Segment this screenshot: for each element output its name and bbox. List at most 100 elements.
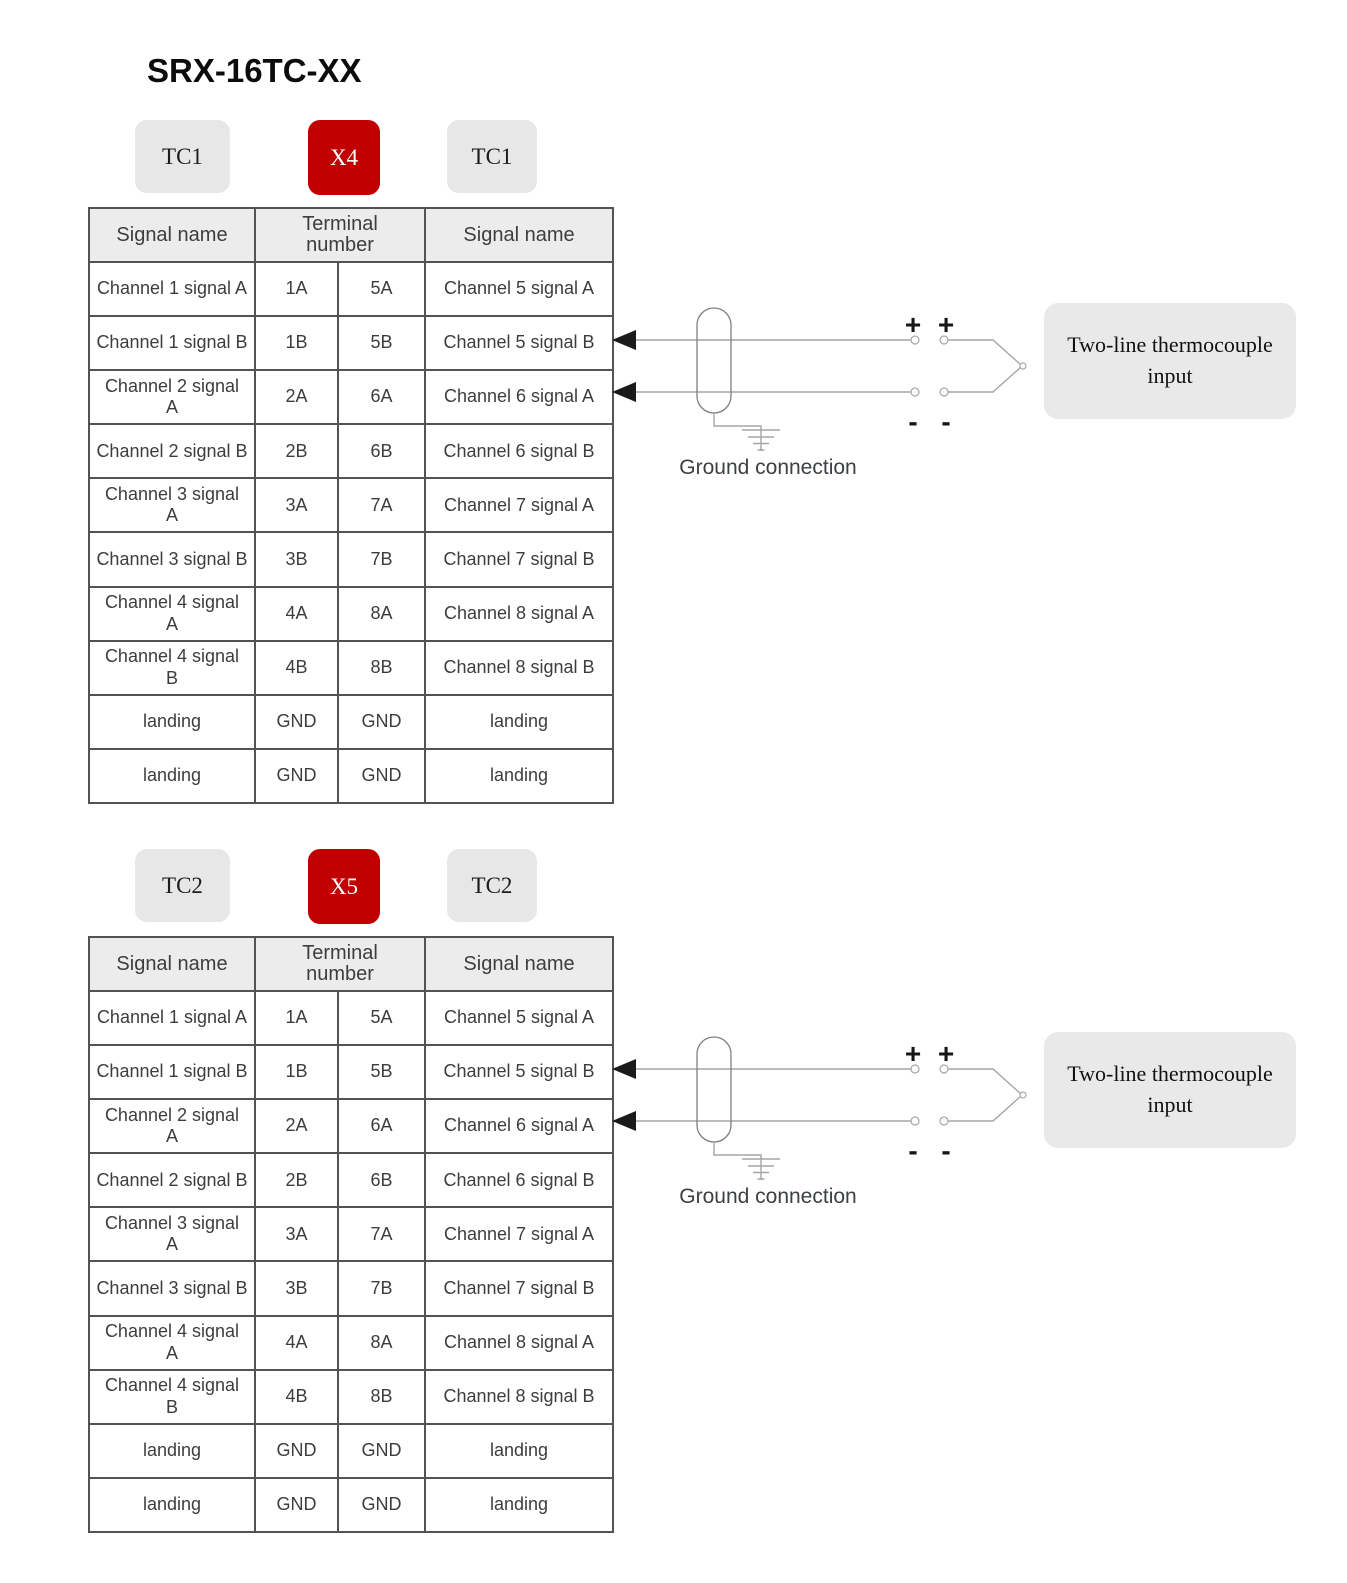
plus-label: +: [905, 309, 921, 340]
terminal-number-cell: GND: [336, 1422, 427, 1479]
terminal-number-cell: GND: [254, 1476, 339, 1533]
terminal-number-cell: 7B: [336, 531, 427, 588]
signal-name-cell: Channel 7 signal B: [424, 1260, 615, 1317]
thermocouple-wire-bottom: [948, 366, 1022, 393]
minus-label: -: [941, 1135, 950, 1166]
signal-name-cell: Channel 1 signal A: [88, 989, 256, 1047]
terminal-number-header: Terminal number: [253, 936, 427, 992]
terminal-number-cell: GND: [336, 693, 427, 750]
signal-name-cell: Channel 8 signal B: [424, 1368, 615, 1425]
ground-connection-label: Ground connection: [679, 1185, 856, 1208]
cable-shield-capsule: [696, 307, 732, 414]
signal-name-cell: landing: [88, 747, 256, 804]
signal-name-header: Signal name: [424, 207, 615, 263]
terminal-number-cell: 5A: [336, 989, 427, 1047]
badge-tc-left: TC1: [135, 120, 230, 193]
left-arrow-icon: [612, 382, 636, 402]
terminal-table: Signal name Terminal number Signal name …: [88, 936, 615, 1533]
terminal-circle: [910, 335, 920, 345]
signal-name-cell: landing: [88, 1422, 256, 1479]
signal-name-cell: landing: [424, 1476, 615, 1533]
thermocouple-input-box: Two-line thermocouple input: [1044, 1032, 1296, 1148]
terminal-number-cell: 8A: [336, 585, 427, 642]
signal-name-cell: Channel 3 signal B: [88, 1260, 256, 1317]
ground-symbol-icon: [713, 1142, 780, 1180]
signal-name-cell: Channel 6 signal A: [424, 369, 615, 426]
table-header-row: Signal name Terminal number Signal name: [88, 207, 615, 263]
left-arrow-icon: [612, 1059, 636, 1079]
signal-name-cell: Channel 5 signal B: [424, 1044, 615, 1101]
badge-tc-right: TC2: [447, 849, 537, 922]
terminal-number-cell: 5A: [336, 260, 427, 318]
terminal-circle: [939, 335, 949, 345]
signal-name-cell: Channel 6 signal A: [424, 1098, 615, 1155]
signal-name-cell: landing: [88, 1476, 256, 1533]
minus-label: -: [941, 406, 950, 437]
terminal-number-cell: GND: [254, 693, 339, 750]
terminal-number-cell: 4B: [254, 1368, 339, 1425]
signal-name-cell: Channel 2 signal A: [88, 369, 256, 426]
signal-name-cell: Channel 6 signal B: [424, 1152, 615, 1209]
terminal-number-cell: 3B: [254, 1260, 339, 1317]
badge-tc-left: TC2: [135, 849, 230, 922]
cable-shield-capsule: [696, 1036, 732, 1143]
badge-tc-right: TC1: [447, 120, 537, 193]
minus-label: -: [908, 406, 917, 437]
signal-name-cell: Channel 3 signal A: [88, 1206, 256, 1263]
terminal-number-cell: 6B: [336, 1152, 427, 1209]
terminal-number-header: Terminal number: [253, 207, 427, 263]
thermocouple-wire-bottom: [948, 1095, 1022, 1122]
terminal-number-cell: 2B: [254, 1152, 339, 1209]
terminal-circle: [939, 387, 949, 397]
page-title: SRX-16TC-XX: [147, 52, 362, 89]
terminal-number-cell: 6A: [336, 1098, 427, 1155]
terminal-circle: [910, 387, 920, 397]
plus-label: +: [938, 1038, 954, 1069]
terminal-number-cell: 3A: [254, 1206, 339, 1263]
signal-name-cell: Channel 6 signal B: [424, 423, 615, 480]
signal-name-cell: Channel 1 signal B: [88, 315, 256, 372]
terminal-number-cell: 1B: [254, 315, 339, 372]
signal-name-cell: Channel 8 signal B: [424, 639, 615, 696]
terminal-number-cell: 8B: [336, 639, 427, 696]
terminal-number-cell: 2A: [254, 1098, 339, 1155]
signal-name-header: Signal name: [88, 936, 256, 992]
signal-name-cell: Channel 4 signal B: [88, 639, 256, 696]
terminal-number-cell: GND: [254, 747, 339, 804]
terminal-number-cell: 1A: [254, 989, 339, 1047]
signal-name-cell: Channel 4 signal A: [88, 585, 256, 642]
signal-name-cell: Channel 5 signal A: [424, 260, 615, 318]
signal-name-cell: Channel 1 signal B: [88, 1044, 256, 1101]
badge-connector: X4: [308, 120, 380, 195]
signal-name-cell: landing: [88, 693, 256, 750]
plus-label: +: [905, 1038, 921, 1069]
thermocouple-wire-top: [948, 339, 1022, 366]
badge-connector: X5: [308, 849, 380, 924]
terminal-number-cell: 7A: [336, 1206, 427, 1263]
signal-name-cell: Channel 2 signal A: [88, 1098, 256, 1155]
signal-name-header: Signal name: [88, 207, 256, 263]
terminal-circle: [910, 1064, 920, 1074]
minus-label: -: [908, 1135, 917, 1166]
terminal-number-cell: 2B: [254, 423, 339, 480]
signal-name-cell: Channel 3 signal B: [88, 531, 256, 588]
terminal-number-cell: GND: [336, 747, 427, 804]
terminal-circle: [910, 1116, 920, 1126]
plus-label: +: [938, 309, 954, 340]
signal-name-cell: Channel 5 signal B: [424, 315, 615, 372]
signal-name-cell: Channel 7 signal B: [424, 531, 615, 588]
signal-name-cell: landing: [424, 693, 615, 750]
terminal-number-cell: 8B: [336, 1368, 427, 1425]
thermocouple-wire-top: [948, 1068, 1022, 1095]
